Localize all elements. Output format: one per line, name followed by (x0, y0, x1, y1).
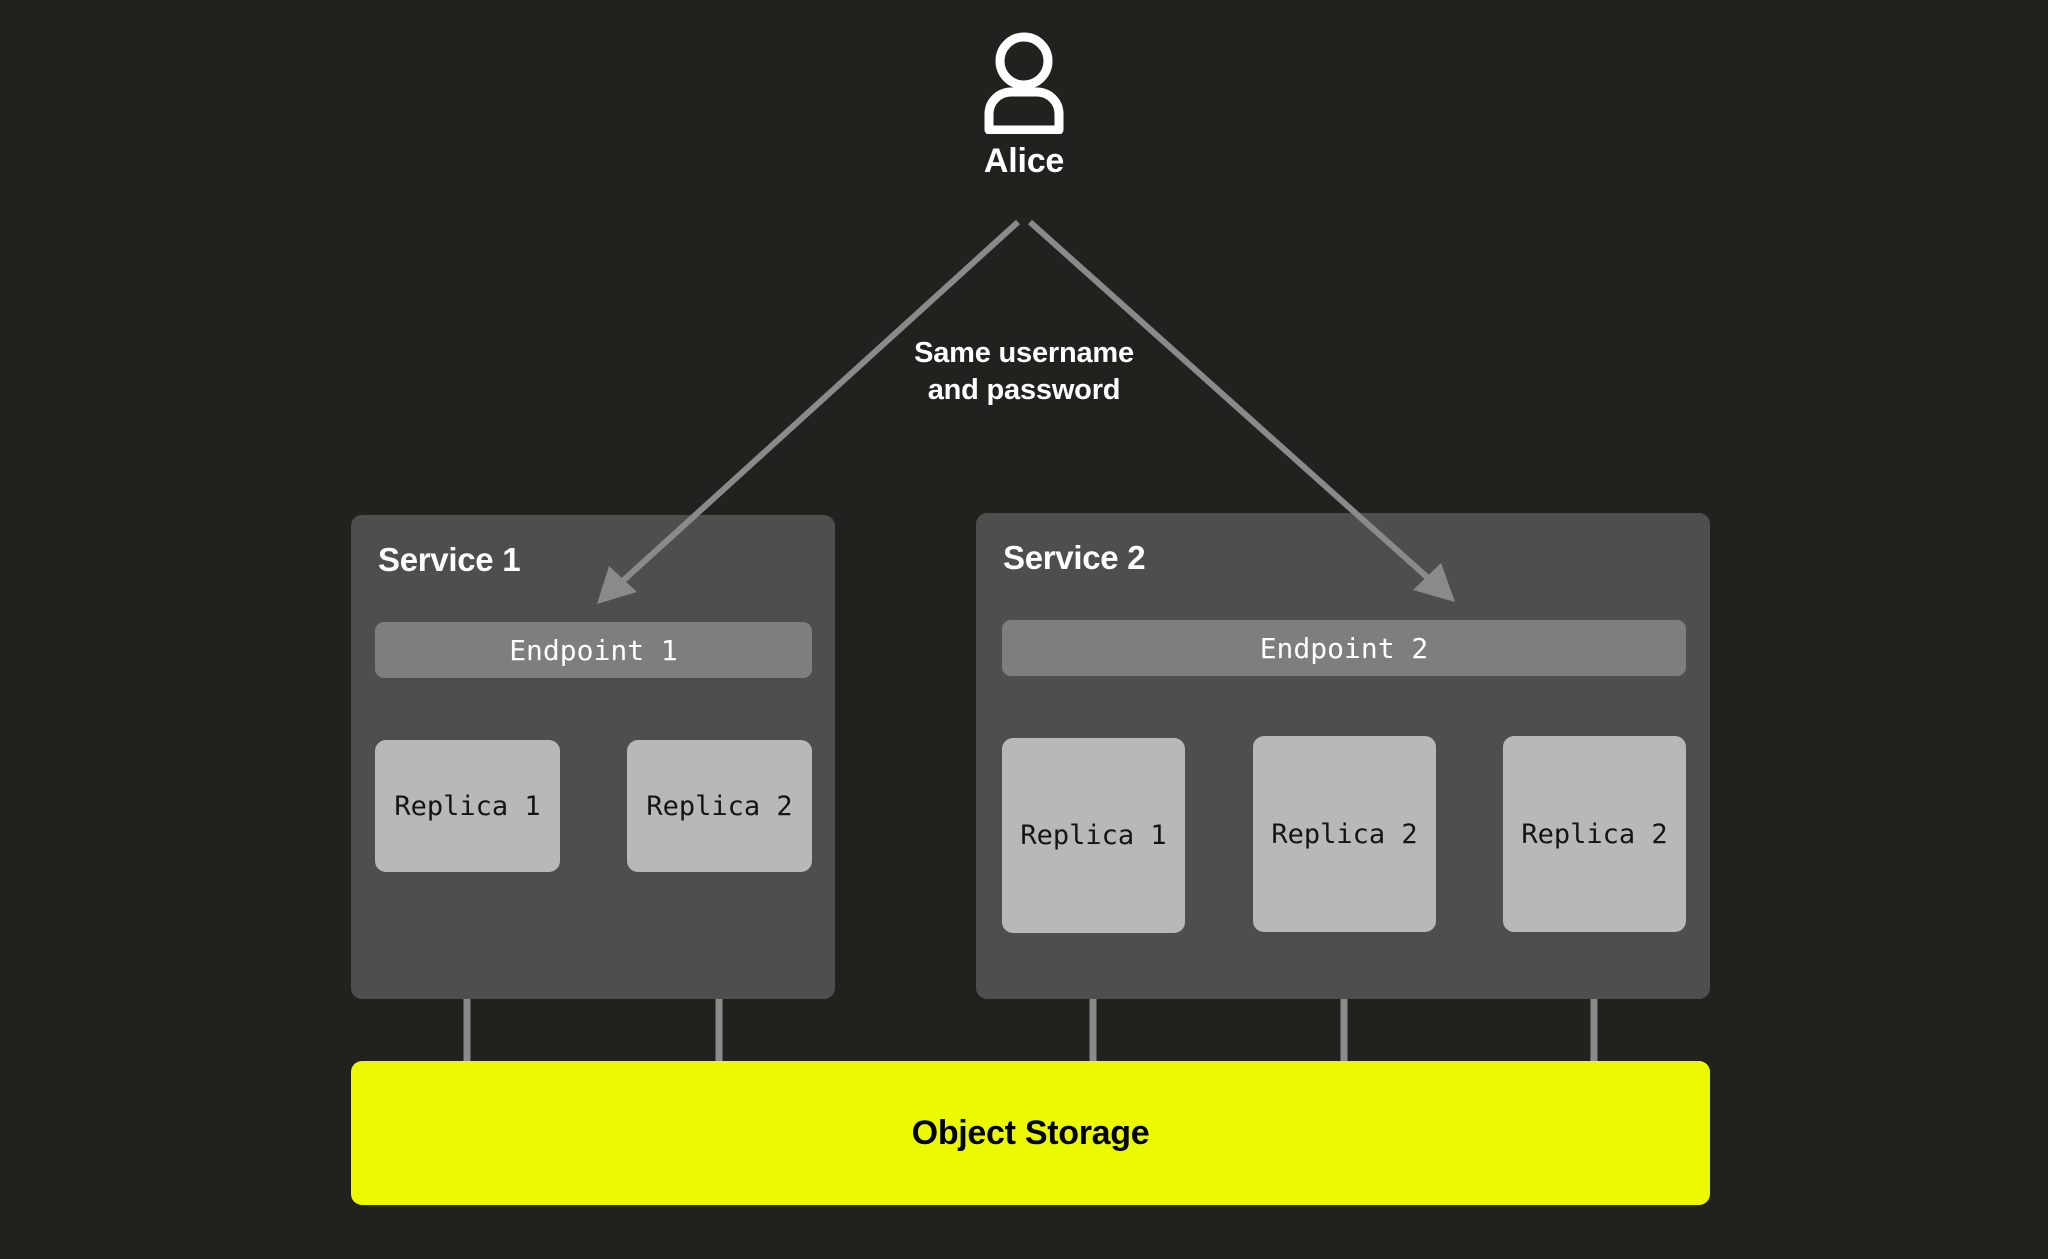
replica-box[interactable]: Replica 2 (1253, 736, 1436, 932)
replica-box[interactable]: Replica 1 (1002, 738, 1185, 933)
endpoint-1[interactable]: Endpoint 1 (375, 622, 812, 678)
object-storage-bar[interactable]: Object Storage (351, 1061, 1710, 1205)
service-2-title: Service 2 (1003, 539, 1146, 576)
actor-label: Alice (983, 142, 1065, 180)
replica-box[interactable]: Replica 1 (375, 740, 560, 872)
service-1-title: Service 1 (378, 541, 521, 578)
endpoint-2[interactable]: Endpoint 2 (1002, 620, 1686, 676)
replica-box[interactable]: Replica 2 (627, 740, 812, 872)
actor-alice: Alice (0, 30, 2048, 181)
replica-box[interactable]: Replica 2 (1503, 736, 1686, 932)
object-storage-label: Object Storage (911, 1113, 1150, 1152)
edge-caption-line-2: and password (927, 374, 1121, 407)
edge-caption: Same username and password (724, 335, 1324, 409)
edge-caption-line-1: Same username (914, 337, 1134, 369)
user-icon (984, 32, 1064, 134)
